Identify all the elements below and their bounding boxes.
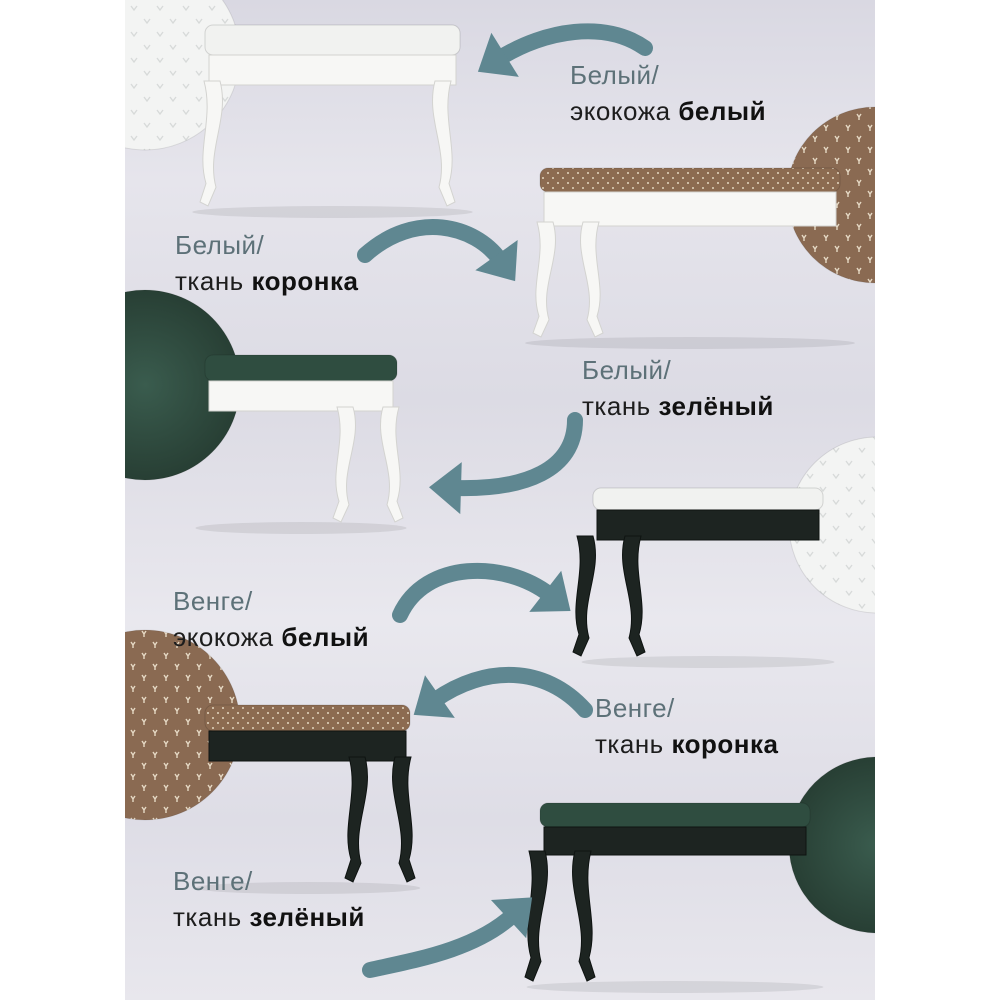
bench-seat xyxy=(539,802,811,828)
bench-shadow xyxy=(581,656,835,668)
material-line: ткань коронка xyxy=(175,263,358,299)
arrow-icon xyxy=(392,562,558,623)
bench-leg xyxy=(532,221,556,338)
arrow-icon xyxy=(427,667,593,718)
color-label: коронка xyxy=(671,729,779,759)
frame-label: Венге/ xyxy=(595,693,675,723)
bench-leg xyxy=(572,850,596,982)
bench-apron xyxy=(208,54,457,86)
bench-seat xyxy=(204,704,411,732)
arrow-icon xyxy=(447,412,583,497)
bench-wenge-crown xyxy=(194,704,421,894)
arrow-icon xyxy=(357,219,508,268)
bench-leg xyxy=(580,221,604,338)
material-label: ткань xyxy=(173,902,242,932)
bench-leg xyxy=(572,535,596,657)
bench-apron xyxy=(208,380,394,412)
product-variants-infographic: Белый/ экокожа белый Белый/ ткань коронк… xyxy=(125,0,875,1000)
bench-apron xyxy=(596,509,820,541)
bench-leg xyxy=(524,850,548,982)
color-label: зелёный xyxy=(658,391,774,421)
color-label: зелёный xyxy=(249,902,365,932)
material-line: экокожа белый xyxy=(570,93,766,129)
material-line: экокожа белый xyxy=(173,619,369,655)
arrowhead-icon xyxy=(413,675,455,718)
material-label: экокожа xyxy=(173,622,274,652)
bench-seat xyxy=(204,354,398,382)
arrowhead-icon xyxy=(490,897,533,939)
bench-leg xyxy=(199,80,223,207)
material-label: ткань xyxy=(175,266,244,296)
bench-shadow xyxy=(195,522,407,534)
variant-label-white-leather: Белый/ экокожа белый xyxy=(570,57,766,129)
color-label: коронка xyxy=(251,266,359,296)
bench-apron xyxy=(208,730,407,762)
material-label: ткань xyxy=(582,391,651,421)
bench-white-leather xyxy=(192,24,473,218)
bench-leg xyxy=(380,406,404,523)
material-line: ткань зелёный xyxy=(582,388,774,424)
variant-label-wenge-leather: Венге/ экокожа белый xyxy=(173,583,369,655)
bench-leg xyxy=(392,756,416,883)
variant-label-wenge-crown: Венге/ ткань коронка xyxy=(595,690,778,762)
bench-leg xyxy=(332,406,356,523)
bench-seat xyxy=(592,487,824,511)
variant-label-wenge-green: Венге/ ткань зелёный xyxy=(173,863,365,935)
bench-white-green xyxy=(195,354,407,534)
bench-wenge-leather xyxy=(572,487,835,668)
color-label: белый xyxy=(281,622,370,652)
bench-shadow xyxy=(194,882,421,894)
material-line: ткань зелёный xyxy=(173,899,365,935)
bench-leg xyxy=(432,80,456,207)
material-label: экокожа xyxy=(570,96,671,126)
material-line: ткань коронка xyxy=(595,726,778,762)
bench-seat xyxy=(539,167,841,193)
material-label: ткань xyxy=(595,729,664,759)
frame-label: Венге/ xyxy=(173,586,253,616)
arrowhead-icon xyxy=(429,462,462,515)
arrowhead-icon xyxy=(529,570,571,612)
frame-label: Белый/ xyxy=(175,230,265,260)
benches-artwork xyxy=(125,0,875,993)
bench-white-crown xyxy=(525,167,855,349)
bench-leg xyxy=(622,535,646,657)
bench-shadow xyxy=(192,206,473,218)
frame-label: Венге/ xyxy=(173,866,253,896)
frame-label: Белый/ xyxy=(582,355,672,385)
bench-apron xyxy=(543,826,807,856)
frame-label: Белый/ xyxy=(570,60,660,90)
bench-wenge-green xyxy=(524,802,824,993)
arrow-icon xyxy=(492,23,653,66)
variant-label-white-green: Белый/ ткань зелёный xyxy=(582,352,774,424)
bench-shadow xyxy=(526,981,824,993)
bench-apron xyxy=(543,191,837,227)
bench-seat xyxy=(204,24,461,56)
arrowhead-icon xyxy=(477,32,519,77)
bench-leg xyxy=(344,756,368,883)
arrow-icon xyxy=(362,907,521,978)
bench-shadow xyxy=(525,337,855,349)
color-label: белый xyxy=(678,96,767,126)
variant-label-white-crown: Белый/ ткань коронка xyxy=(175,227,358,299)
arrowhead-icon xyxy=(475,240,518,282)
